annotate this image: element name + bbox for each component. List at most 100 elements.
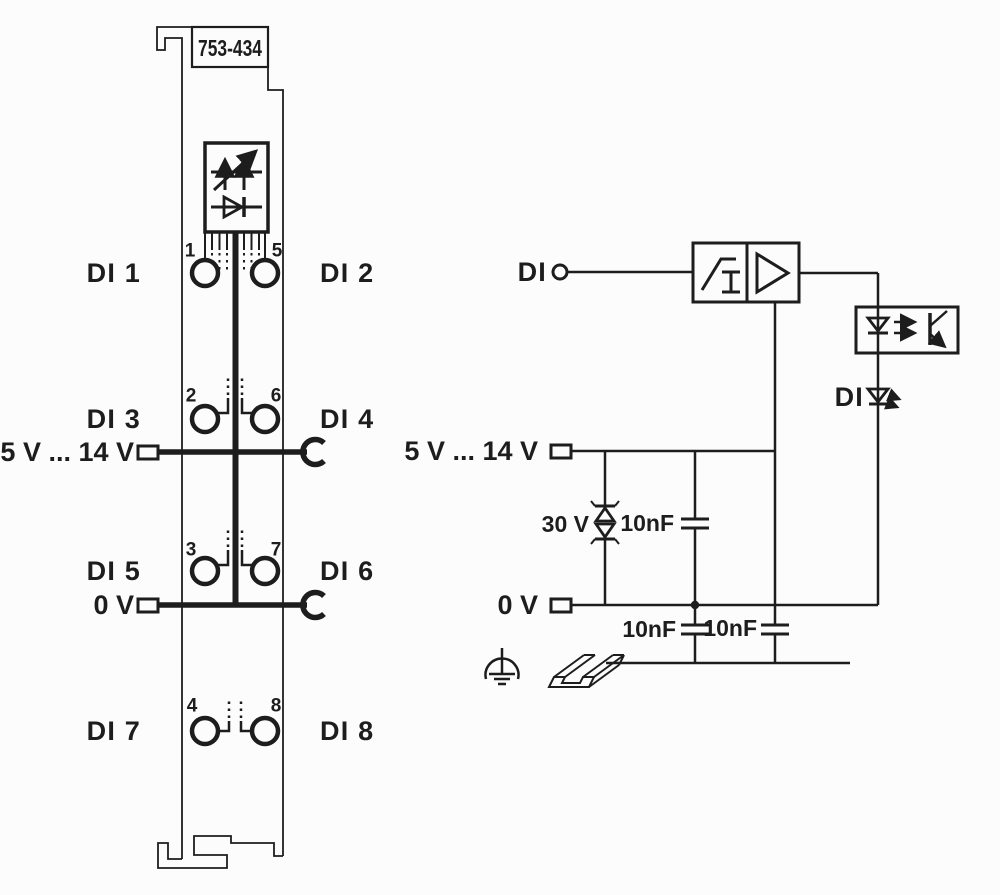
- di-input-label: DI: [518, 257, 547, 287]
- contact-number: 4: [187, 696, 198, 717]
- channel-row-4: DI 7 DI 8 4 8: [87, 696, 374, 747]
- capacitor-label: 10nF: [620, 510, 674, 536]
- diode-triangle: [222, 194, 245, 220]
- capacitor-label: 10nF: [622, 616, 676, 642]
- din-rail-icon: [547, 654, 625, 688]
- module-supply-rail: 5 V ... 14 V: [0, 436, 326, 468]
- zero-volt-label: 0 V: [93, 590, 134, 620]
- led-diagonal-arrow: [212, 149, 259, 192]
- threshold-comparator-icon: [691, 241, 801, 304]
- channel-row-2: DI 3 DI 4 2 6: [87, 377, 374, 435]
- io-module-front: 753-434: [0, 25, 374, 869]
- square-terminal-icon: [549, 597, 573, 614]
- zener-bar-tick: [614, 500, 620, 507]
- optocoupler-frame: [854, 305, 960, 355]
- spring-contact: [189, 257, 221, 289]
- contact-stub: [216, 550, 230, 567]
- channel-label: DI 3: [87, 404, 141, 434]
- spring-contact: [189, 715, 221, 747]
- channel-label: DI 4: [320, 404, 374, 434]
- capacitor-bottom-left-icon: 10nF: [622, 605, 709, 663]
- part-number-plate: 753-434: [190, 25, 270, 69]
- contact-stub: [239, 721, 252, 733]
- module-zero-volt-rail: 0 V: [93, 589, 326, 621]
- spring-contact: [249, 403, 281, 435]
- contact-number: 2: [186, 386, 197, 407]
- phototransistor-collector: [929, 310, 948, 327]
- input-terminal-icon: [551, 263, 569, 281]
- supply-label: 5 V ... 14 V: [404, 436, 538, 466]
- suppressor-voltage-label: 30 V: [542, 511, 590, 537]
- contact-number: 6: [271, 386, 282, 407]
- opto-led-triangle: [865, 316, 891, 334]
- channel-label: DI 1: [87, 258, 141, 288]
- spring-contact: [249, 555, 281, 587]
- phototransistor-emitter: [927, 330, 947, 349]
- amplifier-icon: [755, 251, 791, 295]
- square-terminal-icon: [136, 597, 160, 614]
- contact-number: 5: [272, 241, 283, 262]
- channel-label: DI 6: [320, 556, 374, 586]
- input-circuit-schematic: DI: [404, 241, 960, 688]
- channel-label: DI 2: [320, 258, 374, 288]
- contact-stub: [218, 721, 231, 733]
- spring-contact: [249, 715, 281, 747]
- part-number: 753-434: [198, 35, 262, 61]
- status-led-block-frame: [203, 141, 270, 234]
- zener-triangle-down: [593, 522, 617, 540]
- zener-bar-tick: [590, 500, 596, 507]
- din-rail-profile: [547, 676, 596, 688]
- capacitor-bottom-right-icon: 10nF: [703, 615, 789, 663]
- capacitor-top-icon: 10nF: [620, 451, 709, 605]
- square-terminal-icon: [136, 444, 160, 461]
- square-terminal-icon: [549, 443, 573, 460]
- channel-label: DI 5: [87, 556, 141, 586]
- spring-contact: [189, 403, 221, 435]
- contact-number: 8: [271, 696, 282, 717]
- led-triangle: [865, 387, 891, 405]
- led-emission-arrow: [884, 396, 900, 410]
- channel-row-1: DI 1 DI 2 1 5: [87, 241, 374, 289]
- din-rail-end-cap: [618, 654, 625, 666]
- module-housing-outline-top-left: [156, 26, 192, 859]
- led-emission-arrow: [886, 388, 902, 402]
- di-input: DI: [518, 257, 693, 287]
- din-rail-edge: [588, 664, 620, 688]
- zero-volt-label: 0 V: [497, 590, 538, 620]
- channel-label: DI 7: [87, 716, 141, 746]
- status-led-icon: DI: [835, 382, 902, 412]
- contact-number: 7: [271, 540, 282, 561]
- status-led-label: DI: [835, 382, 864, 412]
- din-rail-edge: [593, 654, 625, 678]
- zener-bar-tick: [614, 538, 620, 545]
- earth-dome: [484, 657, 520, 680]
- schematic-zero-volt-rail: 0 V: [497, 590, 878, 620]
- module-housing-outline-bottom-foot: [157, 835, 283, 869]
- din-rail-edge: [582, 654, 614, 678]
- zener-triangle-up: [593, 505, 617, 523]
- threshold-ramp: [700, 257, 736, 291]
- contact-stub: [216, 398, 230, 415]
- channel-label: DI 8: [320, 716, 374, 746]
- status-led-block-icon: [203, 141, 270, 234]
- tvs-suppressor-icon: 30 V: [542, 451, 620, 605]
- spring-contact: [249, 257, 281, 289]
- capacitor-label: 10nF: [703, 615, 757, 641]
- spring-contact: [189, 555, 221, 587]
- contact-stub: [240, 550, 254, 567]
- optocoupler-icon: [854, 305, 960, 355]
- din-rail-edge: [564, 654, 596, 678]
- part-number-plate-frame: [190, 25, 270, 69]
- module-housing-outline-right: [267, 67, 284, 856]
- schematic-supply-rail: 5 V ... 14 V: [404, 436, 775, 466]
- contact-number: 3: [186, 540, 197, 561]
- contact-number: 1: [185, 241, 196, 262]
- din-rail-edge: [553, 654, 585, 678]
- functional-earth-icon: [484, 648, 520, 686]
- channel-row-3: DI 5 DI 6 3 7: [87, 529, 374, 587]
- crescent-contact-icon: [300, 436, 326, 468]
- supply-label: 5 V ... 14 V: [0, 437, 134, 467]
- zener-bar-tick: [590, 538, 596, 545]
- crescent-contact-icon: [300, 589, 326, 621]
